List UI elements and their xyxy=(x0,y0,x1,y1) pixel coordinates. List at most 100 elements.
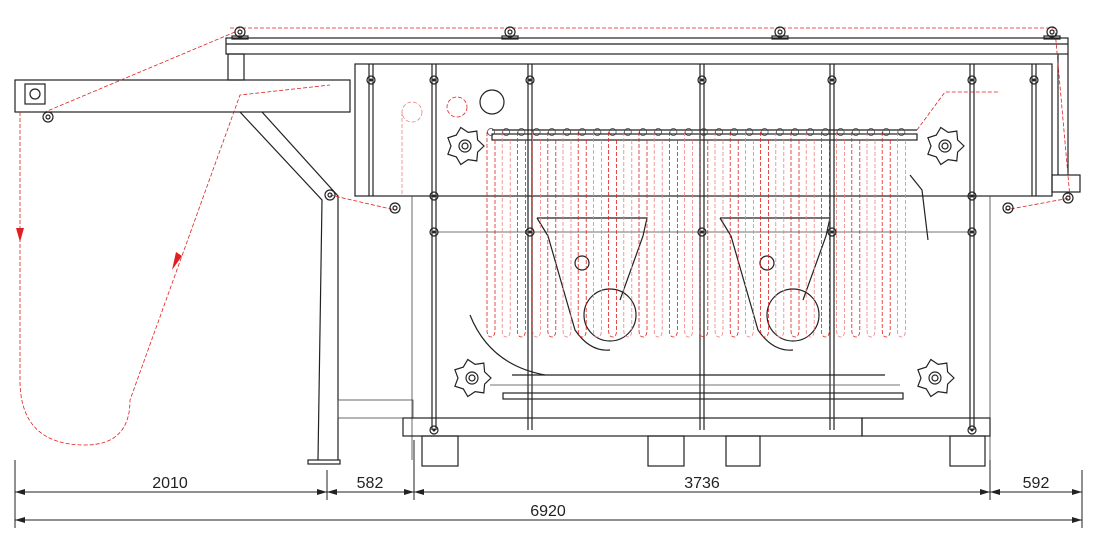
bolt-icon xyxy=(429,75,439,85)
fabric-loop xyxy=(836,132,845,338)
rack-roller xyxy=(578,128,587,136)
fabric-loop xyxy=(790,132,800,338)
bolt-center xyxy=(528,78,532,82)
bolt-icon xyxy=(429,227,439,237)
pulley-bracket xyxy=(501,35,519,40)
pulley-bracket xyxy=(771,35,789,40)
rack-roller xyxy=(487,128,495,136)
bolt-center xyxy=(1032,78,1036,82)
guide-roller-hub xyxy=(327,192,333,198)
rack-roller xyxy=(699,128,708,136)
bolt-icon xyxy=(967,191,977,201)
sprocket-hub xyxy=(938,139,952,153)
fabric-loop xyxy=(897,132,906,338)
guide-roller-icon xyxy=(389,202,401,214)
guide-roller-hub xyxy=(1065,195,1071,201)
rack-roller xyxy=(806,128,815,136)
bolt-icon xyxy=(429,191,439,201)
fabric-loop xyxy=(486,132,496,338)
pulley-bracket xyxy=(1043,35,1061,40)
pulley-icon xyxy=(234,26,246,38)
rack-roller xyxy=(791,128,799,136)
bolt-icon xyxy=(827,227,837,237)
pulley-hub xyxy=(237,29,243,35)
bolt-center xyxy=(432,230,436,234)
fabric-loop xyxy=(669,132,678,338)
bolt-center xyxy=(970,230,974,234)
sprocket-hub xyxy=(465,371,479,385)
rack-roller xyxy=(882,128,891,136)
rack-roller xyxy=(775,128,784,136)
guide-roller-icon xyxy=(1062,192,1074,204)
fabric-loop xyxy=(593,132,602,338)
pulley-hub xyxy=(777,29,783,35)
rack-roller xyxy=(654,128,663,136)
bolt-icon xyxy=(967,227,977,237)
rack-roller xyxy=(639,128,647,136)
fabric-loop xyxy=(760,132,769,338)
bolt-icon xyxy=(429,425,439,435)
guide-roller-icon xyxy=(324,189,336,201)
dimension-582: 582 xyxy=(357,475,384,492)
fabric-loop xyxy=(805,132,815,338)
fabric-loop xyxy=(653,132,663,338)
bolt-icon xyxy=(366,75,376,85)
rack-roller xyxy=(502,128,511,136)
rack-roller xyxy=(867,128,875,136)
fabric-loop xyxy=(608,132,617,338)
rack-roller xyxy=(547,128,556,136)
fabric-path xyxy=(16,27,1071,446)
guide-roller-hub xyxy=(1005,205,1011,211)
bolt-icon xyxy=(525,75,535,85)
rack-roller xyxy=(608,128,617,136)
bolt-center xyxy=(432,194,436,198)
dimension-6920: 6920 xyxy=(530,503,566,520)
fabric-loop xyxy=(729,132,739,338)
rack-roller xyxy=(684,128,693,136)
guide-roller-hub xyxy=(45,114,51,120)
sprocket-axle xyxy=(468,374,476,382)
rack-roller xyxy=(760,128,769,136)
fabric-loop xyxy=(699,132,709,338)
rack-roller xyxy=(836,128,845,136)
bolt-icon xyxy=(525,227,535,237)
rack-roller xyxy=(715,128,723,136)
sprocket-icon xyxy=(927,126,965,166)
rack-roller xyxy=(745,128,754,136)
bolt-center xyxy=(970,194,974,198)
bolt-icon xyxy=(967,75,977,85)
fabric-loop xyxy=(775,132,785,338)
bolt-center xyxy=(700,230,704,234)
fabric-loop xyxy=(623,132,633,338)
rack-roller xyxy=(851,128,860,136)
bolt-center xyxy=(369,78,373,82)
sprocket-icon xyxy=(917,358,955,398)
pulley-hub xyxy=(507,29,513,35)
fabric-loop xyxy=(577,132,587,338)
bolt-center xyxy=(970,78,974,82)
bolt-icon xyxy=(697,227,707,237)
rack-roller xyxy=(593,128,602,136)
fabric-loop xyxy=(745,132,754,338)
dimension-592: 592 xyxy=(1023,475,1050,492)
pulley-bracket xyxy=(231,35,249,40)
pulley-icon xyxy=(504,26,516,38)
fabric-loop xyxy=(638,132,648,338)
pulley-icon xyxy=(1046,26,1058,38)
machine-frame xyxy=(14,37,1081,467)
bolt-center xyxy=(700,78,704,82)
bolt-center xyxy=(970,428,974,432)
dimension-3736: 3736 xyxy=(684,475,720,492)
fabric-loop xyxy=(517,132,526,338)
sprocket-hub xyxy=(928,371,942,385)
sprocket-icon xyxy=(447,126,485,166)
rack-roller xyxy=(623,128,632,136)
fabric-loop xyxy=(501,132,511,338)
sprocket-axle xyxy=(931,374,939,382)
rack-roller xyxy=(897,128,906,136)
bolt-icon xyxy=(967,425,977,435)
bolt-icon xyxy=(697,75,707,85)
guide-roller-icon xyxy=(42,111,54,123)
